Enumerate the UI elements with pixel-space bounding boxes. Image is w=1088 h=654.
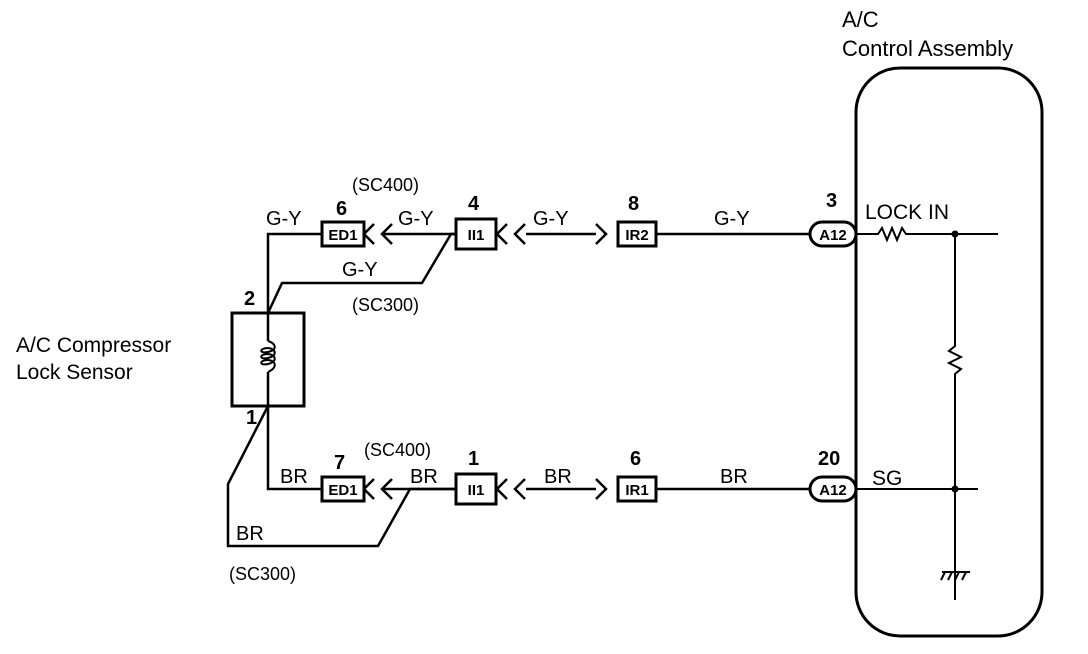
connector-a12-bottom-pin: 20 [818, 448, 840, 470]
connector-ed1-top-pin: 6 [336, 198, 347, 220]
connector-a12-top-pin: 3 [826, 190, 837, 212]
wire-label-br-5: BR [236, 523, 264, 545]
connector-a12-bottom-label: A12 [819, 482, 847, 499]
control-assembly-title-line2: Control Assembly [842, 36, 1013, 61]
connector-ed1-bottom-label: ED1 [328, 482, 357, 499]
lock-sensor-title-line2: Lock Sensor [16, 361, 133, 384]
terminal-sg: SG [872, 467, 902, 490]
connector-ii1-top-pin: 4 [468, 193, 480, 215]
connector-ed1-bottom [320, 475, 366, 503]
terminal-lock-in: LOCK IN [865, 201, 949, 224]
wire-label-gy-5: G-Y [342, 259, 378, 281]
connector-ir2-pin: 8 [628, 193, 639, 215]
model-label-sc300-bottom: (SC300) [229, 564, 296, 584]
connector-ii1-bottom-label: II1 [468, 482, 485, 499]
connector-ii1-top-label: II1 [468, 227, 485, 244]
connector-ir2-label: IR2 [625, 227, 648, 244]
connector-ir1 [616, 475, 658, 503]
wire-label-br-2: BR [410, 466, 438, 488]
control-assembly-title-line1: A/C [842, 7, 879, 32]
connector-ii1-bottom-pin: 1 [468, 448, 479, 470]
connector-ir2 [616, 220, 658, 248]
connector-a12-bottom [808, 475, 858, 503]
wire-label-gy-2: G-Y [398, 208, 434, 230]
connector-ii1-top [454, 217, 498, 251]
wire-label-gy-1: G-Y [266, 208, 302, 230]
model-label-sc300-top: (SC300) [352, 295, 419, 315]
bottom-circuit-wires [226, 405, 810, 548]
bottom-connector-arrows [362, 478, 608, 500]
model-label-sc400-bottom: (SC400) [364, 440, 431, 460]
model-label-sc400-top: (SC400) [352, 175, 419, 195]
connector-ed1-bottom-pin: 7 [334, 452, 345, 474]
coil-icon [260, 313, 276, 406]
wire-label-br-3: BR [544, 466, 572, 488]
top-circuit-wires [266, 232, 810, 314]
control-assembly-internal-circuit [856, 225, 998, 600]
wire-label-br-4: BR [720, 466, 748, 488]
connector-ii1-bottom [454, 472, 498, 506]
wire-label-br-1: BR [280, 466, 308, 488]
connector-a12-top-label: A12 [819, 227, 847, 244]
connector-ed1-top [320, 220, 366, 248]
wire-label-gy-4: G-Y [714, 208, 750, 230]
connector-ir1-pin: 6 [630, 448, 641, 470]
lock-sensor-title-line1: A/C Compressor [16, 334, 171, 357]
ground-icon [940, 571, 970, 581]
sensor-pin-1: 1 [246, 407, 257, 429]
sensor-pin-2: 2 [244, 288, 255, 310]
connector-ed1-top-label: ED1 [328, 227, 357, 244]
connector-a12-top [808, 220, 858, 248]
connector-ir1-label: IR1 [625, 482, 648, 499]
wire-label-gy-3: G-Y [533, 208, 569, 230]
